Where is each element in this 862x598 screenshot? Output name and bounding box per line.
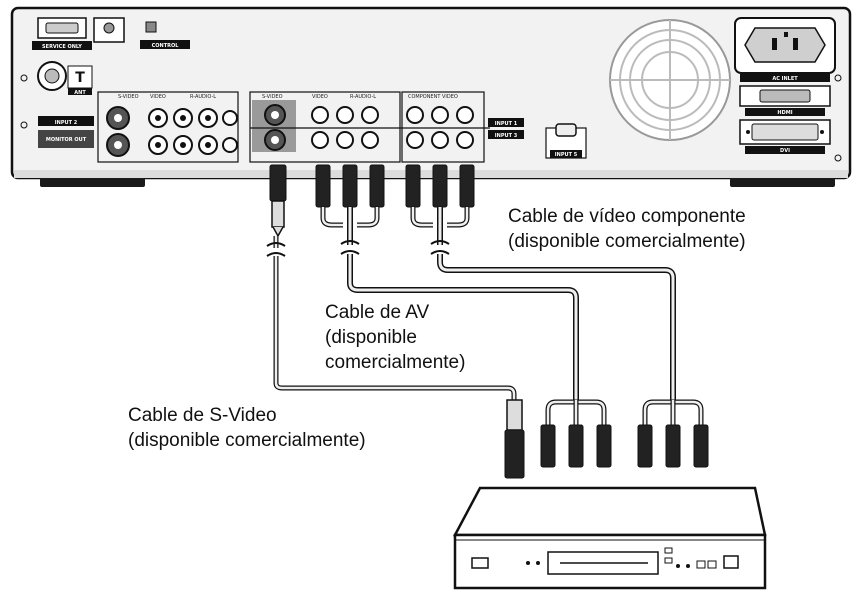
svideo-cable-label-line2: (disponible comercialmente) bbox=[128, 430, 366, 451]
input-hdmi-label: INPUT 5 bbox=[555, 152, 578, 158]
s-video-label: S-VIDEO bbox=[262, 94, 283, 100]
antenna-port: T ANT bbox=[37, 61, 93, 96]
control-port bbox=[145, 21, 157, 33]
component-label: COMPONENT VIDEO bbox=[408, 94, 458, 100]
screw bbox=[834, 154, 842, 162]
av-cable-label-line2: (disponible bbox=[325, 327, 417, 348]
input2-label: INPUT 2 bbox=[55, 120, 78, 126]
screw bbox=[834, 74, 842, 82]
ac-inlet: AC INLET bbox=[734, 17, 836, 82]
audio-label: R-AUDIO-L bbox=[190, 94, 216, 100]
ant-label: ANT bbox=[74, 90, 86, 96]
tv-back-panel: SERVICE ONLY CONTROL T ANT INPUT 2 MONIT… bbox=[10, 6, 852, 187]
component-cable bbox=[405, 164, 709, 468]
disc-tray bbox=[547, 551, 659, 575]
hdmi-input-port: INPUT 5 bbox=[545, 123, 587, 159]
video-label: VIDEO bbox=[312, 94, 328, 100]
s-video-cable bbox=[266, 164, 525, 479]
right-foot bbox=[730, 178, 835, 187]
av-cable bbox=[315, 164, 612, 468]
av-cable-label-line1: Cable de AV bbox=[325, 302, 430, 323]
svideo-cable-label-line1: Cable de S-Video bbox=[128, 405, 277, 426]
dvi-port: DVI bbox=[739, 119, 831, 154]
svg-text:T: T bbox=[75, 70, 85, 86]
input3-label: INPUT 3 bbox=[495, 133, 518, 139]
component-jack-group: COMPONENT VIDEO bbox=[401, 91, 485, 163]
dvd-player bbox=[452, 486, 767, 590]
left-foot bbox=[40, 178, 145, 187]
component-cable-label-line2: (disponible comercialmente) bbox=[508, 231, 746, 252]
input1-input3-jack-group: S-VIDEO VIDEO R-AUDIO-L bbox=[249, 91, 401, 163]
service-port: SERVICE ONLY bbox=[32, 17, 92, 50]
cooling-fan bbox=[609, 19, 731, 141]
input2-jack-group: S-VIDEO VIDEO R-AUDIO-L bbox=[97, 91, 239, 163]
audio-label: R-AUDIO-L bbox=[350, 94, 376, 100]
control-label: CONTROL bbox=[152, 43, 180, 49]
monitor-out-label: MONITOR OUT bbox=[46, 137, 87, 143]
component-cable-label-line1: Cable de vídeo componente bbox=[508, 206, 746, 227]
power-button bbox=[471, 557, 489, 569]
hdmi-label: HDMI bbox=[777, 110, 792, 116]
screw bbox=[20, 121, 28, 129]
dvi-label: DVI bbox=[780, 148, 790, 154]
input1-label: INPUT 1 bbox=[495, 121, 518, 127]
av-cable-label-line3: comercialmente) bbox=[325, 352, 465, 373]
screw bbox=[20, 74, 28, 82]
service-only-label: SERVICE ONLY bbox=[42, 44, 82, 50]
hdmi-port: HDMI bbox=[739, 85, 831, 116]
ac-inlet-label: AC INLET bbox=[772, 76, 798, 82]
s-video-label: S-VIDEO bbox=[118, 94, 139, 100]
video-label: VIDEO bbox=[150, 94, 166, 100]
